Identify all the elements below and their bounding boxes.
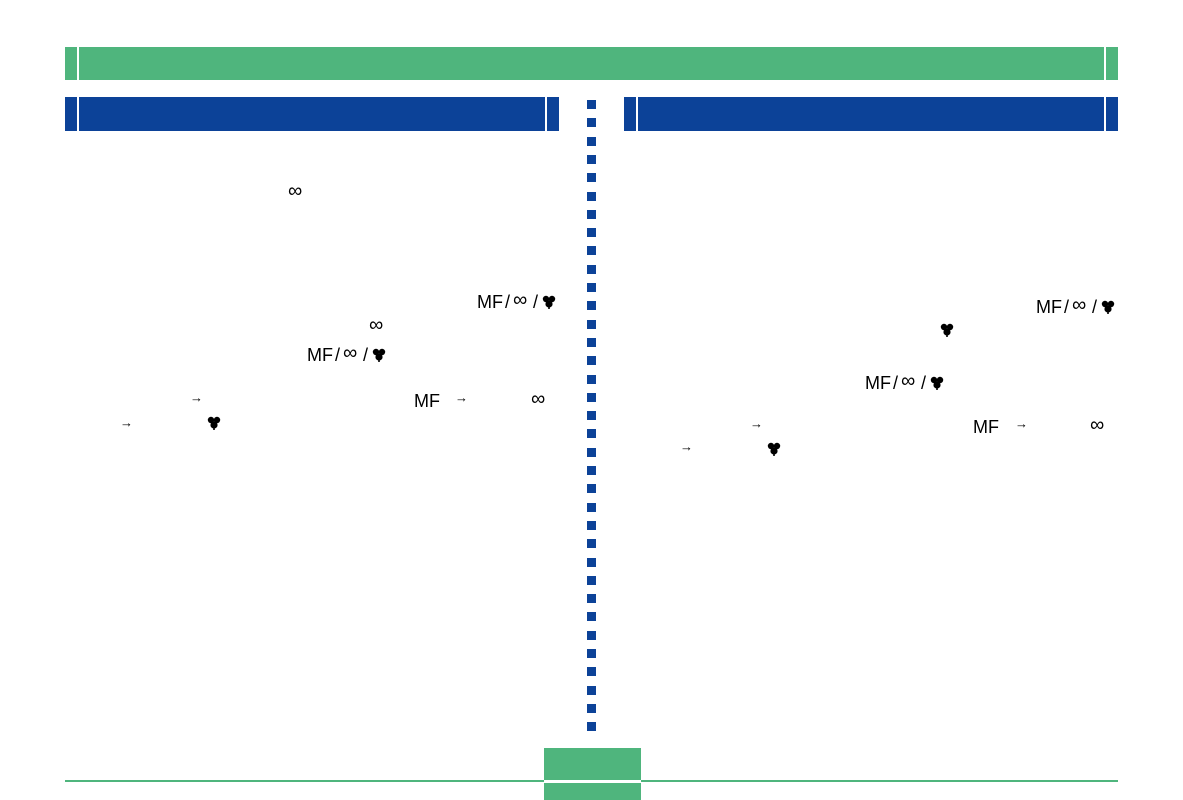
slash: /	[533, 292, 539, 312]
macro-flower-icon	[542, 295, 556, 309]
macro-flower-icon	[1101, 300, 1115, 314]
divider-dot	[587, 356, 596, 365]
divider-dot	[587, 375, 596, 384]
divider-dot	[587, 667, 596, 676]
divider-dot	[587, 393, 596, 402]
arrow-icon: →	[750, 416, 763, 431]
infinity-symbol: ∞	[369, 314, 384, 336]
divider-dot	[587, 686, 596, 695]
divider-dot	[587, 484, 596, 493]
mf-label: MF	[414, 391, 440, 411]
arrow-icon: →	[190, 390, 203, 405]
mf-label: MF	[477, 292, 503, 312]
slash: /	[505, 292, 511, 312]
header-bar-divider	[77, 47, 79, 80]
slash: /	[335, 345, 341, 365]
infinity-symbol: ∞	[901, 370, 916, 392]
divider-dot	[587, 137, 596, 146]
macro-flower-icon	[767, 442, 781, 456]
divider-dot	[587, 612, 596, 621]
divider-dot	[587, 539, 596, 548]
macro-flower-icon	[372, 348, 386, 362]
section-bar-divider	[636, 97, 638, 131]
arrow-icon: →	[455, 390, 468, 405]
column-divider	[587, 100, 596, 740]
mf-label: MF	[307, 345, 333, 365]
left-section-heading-bar	[65, 97, 559, 131]
mf-label: MF	[973, 417, 999, 437]
divider-dot	[587, 173, 596, 182]
divider-dot	[587, 228, 596, 237]
infinity-symbol: ∞	[513, 289, 528, 311]
divider-dot	[587, 338, 596, 347]
divider-dot	[587, 503, 596, 512]
page-tab-gap	[544, 780, 641, 783]
arrow-icon: →	[680, 439, 693, 454]
slash: /	[893, 373, 899, 393]
section-bar-divider	[545, 97, 547, 131]
macro-flower-icon	[940, 323, 954, 337]
page-number-tab	[544, 748, 641, 800]
divider-dot	[587, 246, 596, 255]
divider-dot	[587, 100, 596, 109]
divider-dot	[587, 118, 596, 127]
macro-flower-icon	[930, 376, 944, 390]
divider-dot	[587, 631, 596, 640]
divider-dot	[587, 283, 596, 292]
header-bar-divider	[1104, 47, 1106, 80]
divider-dot	[587, 411, 596, 420]
divider-dot	[587, 722, 596, 731]
infinity-symbol: ∞	[1090, 414, 1105, 436]
arrow-icon: →	[120, 415, 133, 430]
section-bar-divider	[77, 97, 79, 131]
slash: /	[1064, 297, 1070, 317]
arrow-icon: →	[1015, 416, 1028, 431]
divider-dot	[587, 429, 596, 438]
mf-label: MF	[865, 373, 891, 393]
macro-flower-icon	[207, 416, 221, 430]
divider-dot	[587, 576, 596, 585]
slash: /	[1092, 297, 1098, 317]
divider-dot	[587, 466, 596, 475]
infinity-symbol: ∞	[288, 180, 303, 202]
divider-dot	[587, 594, 596, 603]
divider-dot	[587, 265, 596, 274]
mf-label: MF	[1036, 297, 1062, 317]
divider-dot	[587, 448, 596, 457]
divider-dot	[587, 704, 596, 713]
infinity-symbol: ∞	[1072, 294, 1087, 316]
slash: /	[363, 345, 369, 365]
right-section-heading-bar	[624, 97, 1118, 131]
divider-dot	[587, 649, 596, 658]
chapter-header-bar	[65, 47, 1118, 80]
divider-dot	[587, 320, 596, 329]
divider-dot	[587, 210, 596, 219]
divider-dot	[587, 558, 596, 567]
slash: /	[921, 373, 927, 393]
divider-dot	[587, 301, 596, 310]
infinity-symbol: ∞	[343, 342, 358, 364]
divider-dot	[587, 192, 596, 201]
divider-dot	[587, 521, 596, 530]
infinity-symbol: ∞	[531, 388, 546, 410]
section-bar-divider	[1104, 97, 1106, 131]
divider-dot	[587, 155, 596, 164]
